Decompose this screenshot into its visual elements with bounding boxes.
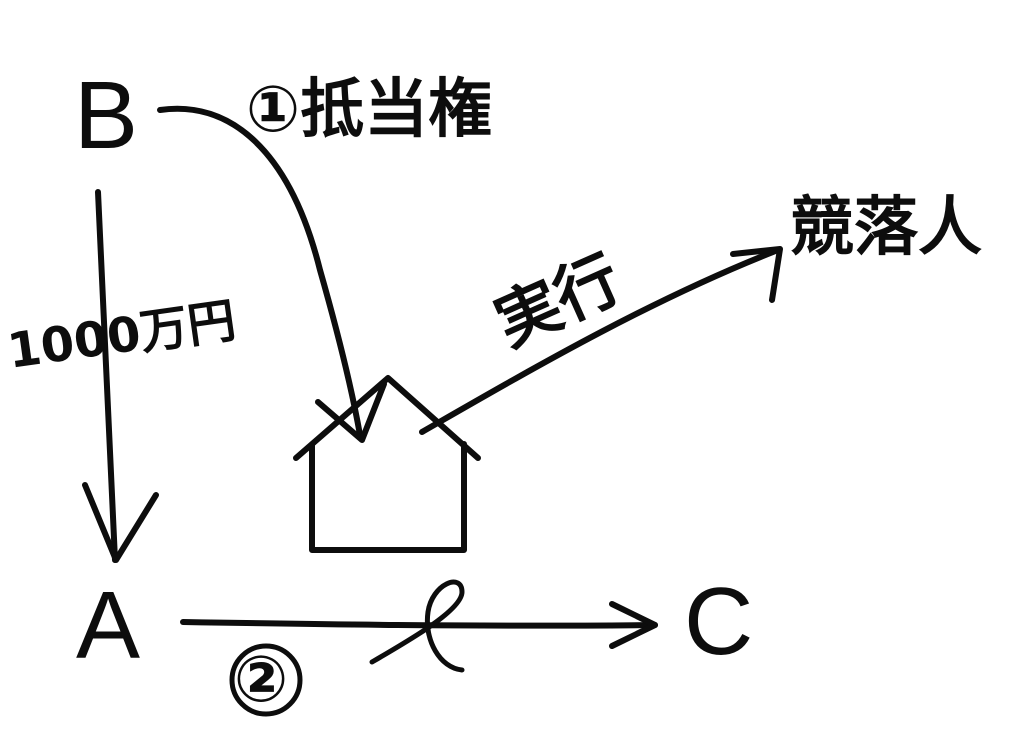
execution-arrow — [419, 247, 781, 435]
mortgage-arrow — [157, 105, 363, 438]
transfer-number-label: ② — [234, 643, 289, 717]
node-b-label: B — [74, 62, 139, 169]
house-icon — [293, 375, 481, 553]
execution-arrow-head — [730, 246, 783, 303]
node-c-label: C — [684, 568, 754, 675]
transfer-loop — [369, 579, 465, 673]
loan-arrow — [95, 189, 118, 563]
winning-bidder-label: 競落人 — [790, 191, 982, 265]
transfer-arrow — [180, 619, 658, 629]
transfer-arrow-head — [609, 601, 658, 649]
mortgage-label: ①抵当権 — [246, 73, 493, 147]
loan-arrow-head — [82, 482, 159, 563]
circle-2-marker — [229, 643, 303, 717]
node-a-label: A — [76, 572, 141, 679]
mortgage-arrow-head — [315, 381, 387, 443]
